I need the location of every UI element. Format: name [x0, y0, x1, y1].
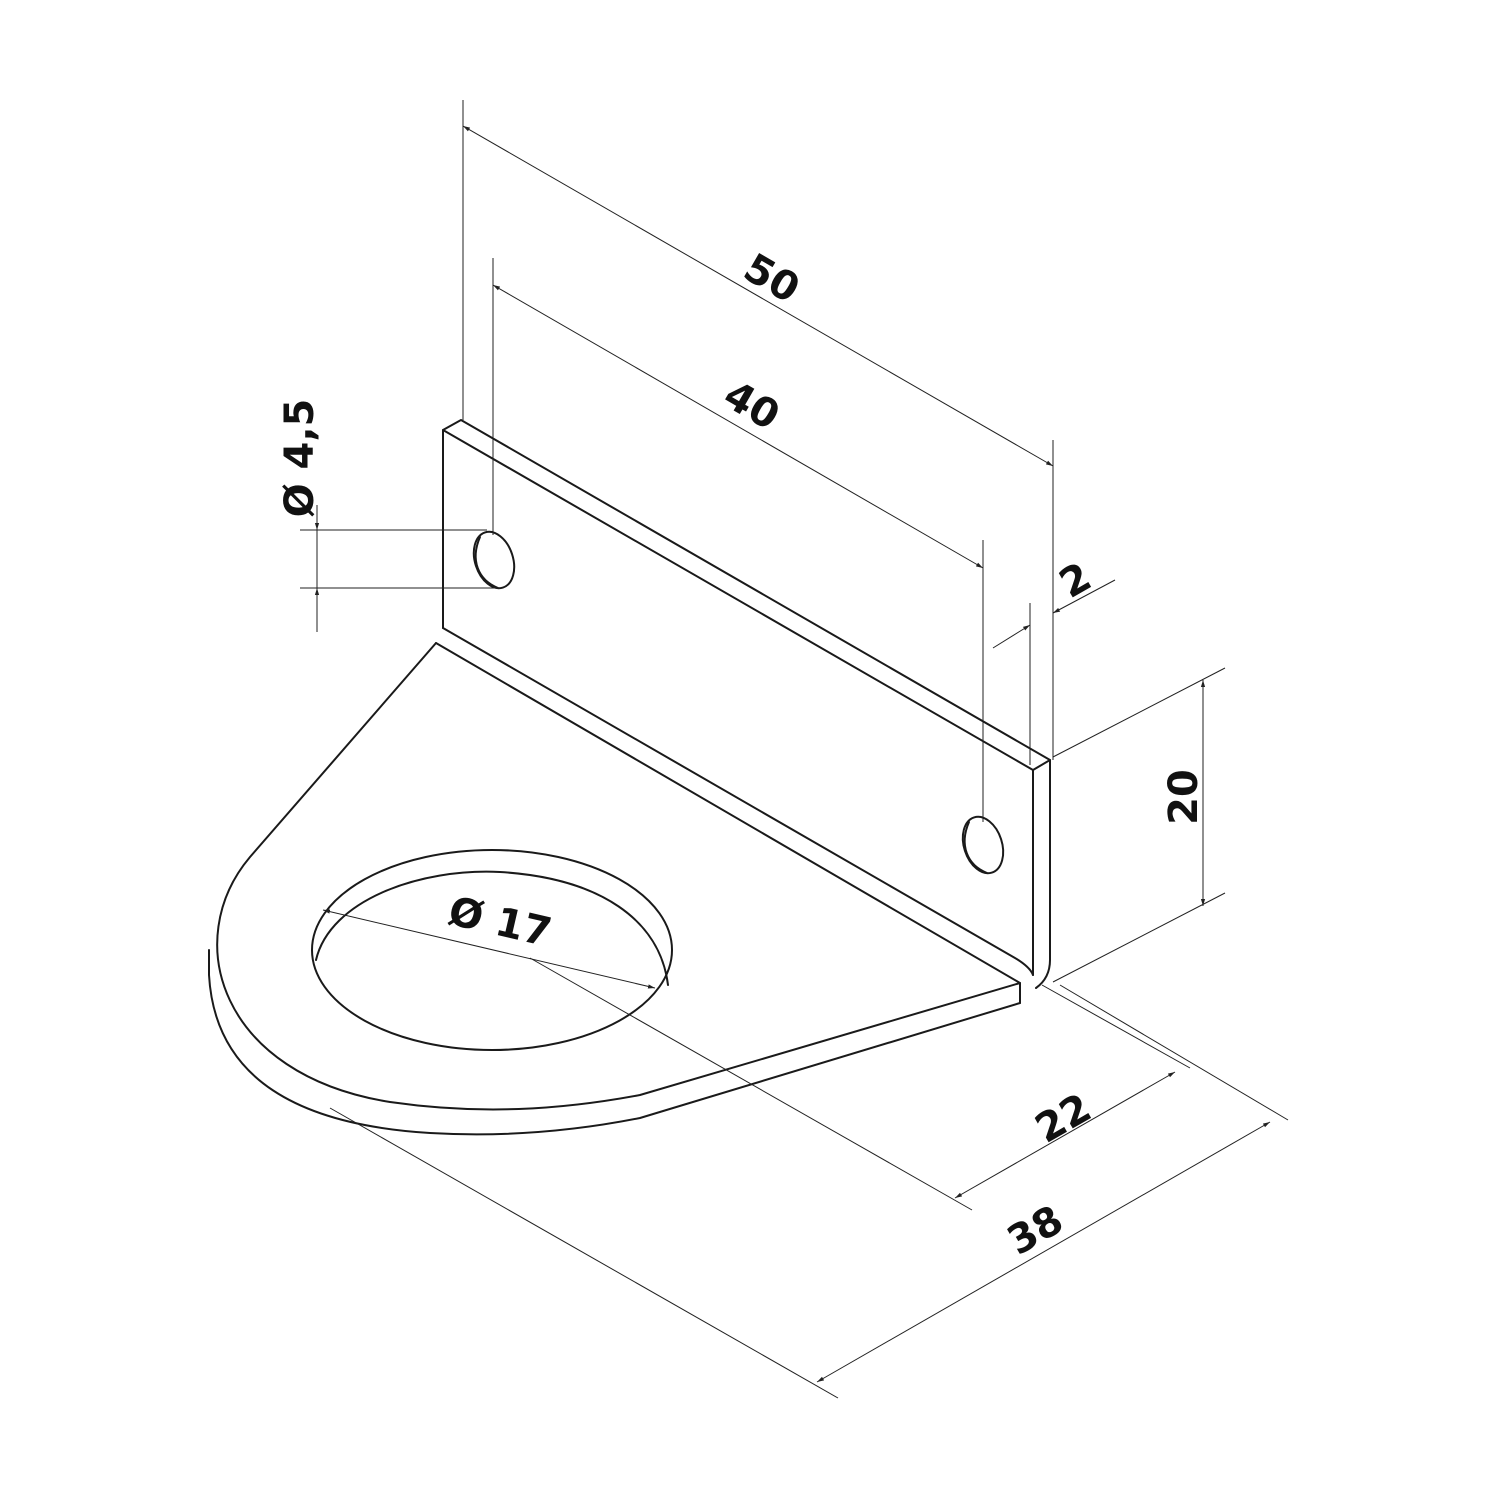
dimension-20: 20 — [1052, 667, 1226, 983]
dimension-label-22: 22 — [1028, 1085, 1099, 1153]
dimension-label-small-hole: Ø 4,5 — [277, 399, 323, 518]
dimension-label-38: 38 — [1000, 1197, 1071, 1265]
dimension-label-50: 50 — [736, 245, 807, 313]
dimension-38: 38 — [329, 984, 1289, 1399]
small-hole-left — [472, 530, 516, 590]
base-plate-outline — [216, 642, 1021, 1111]
dimension-22: 22 — [529, 957, 1191, 1211]
large-hole-top — [311, 849, 673, 1051]
dimension-label-2: 2 — [1052, 554, 1099, 608]
small-hole-right — [961, 815, 1005, 875]
dimension-small-hole-diameter: Ø 4,5 — [277, 399, 500, 632]
dimension-40: 40 — [492, 258, 984, 822]
flange-top-edge — [442, 419, 1051, 771]
flange-back-edge — [1035, 759, 1051, 989]
bracket-part — [208, 419, 1051, 1136]
dimension-label-40: 40 — [716, 372, 787, 440]
dimension-label-20: 20 — [1161, 769, 1207, 825]
dimension-2: 2 — [992, 554, 1116, 765]
bend-line-upper — [442, 627, 1034, 976]
dimension-large-hole-diameter: Ø 17 — [322, 888, 656, 989]
dimension-label-large-hole: Ø 17 — [444, 888, 555, 956]
flange-front-face — [442, 429, 1034, 976]
base-plate-thickness-edge — [208, 949, 1021, 1136]
